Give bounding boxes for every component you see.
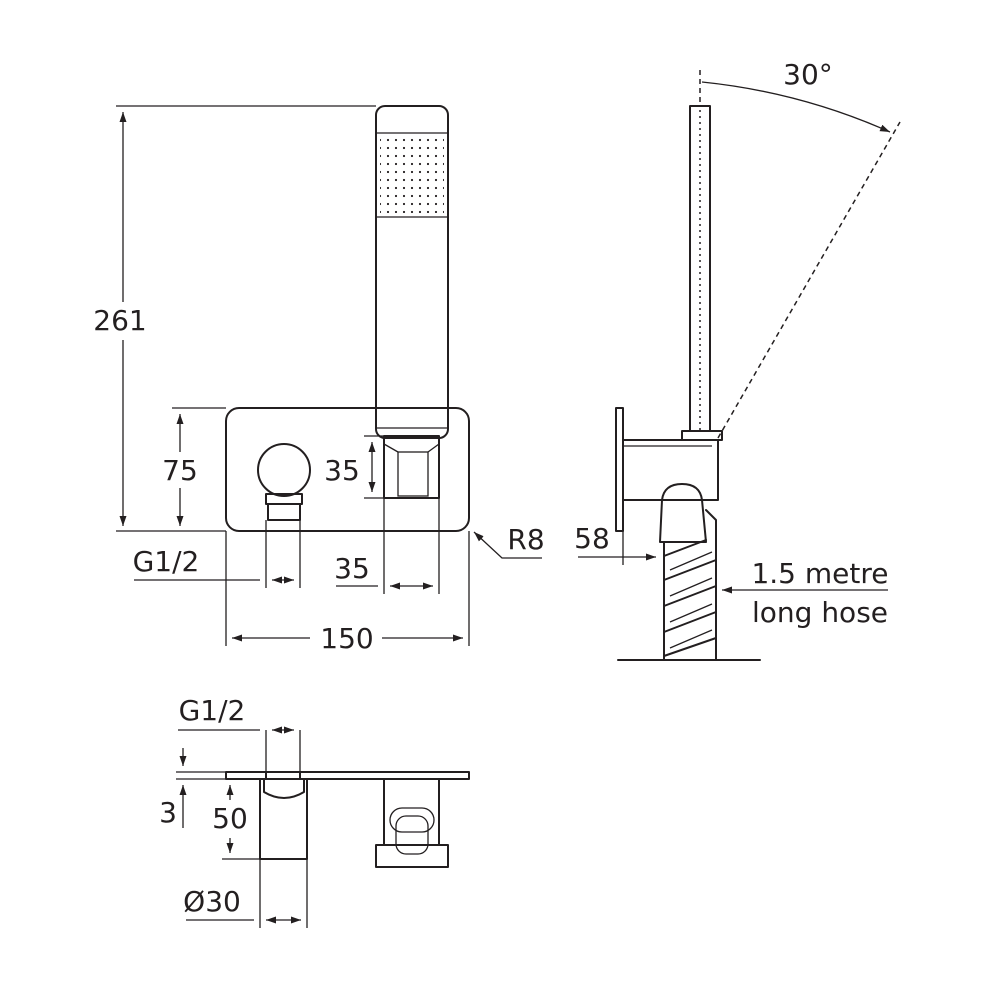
cradle-holder — [383, 435, 440, 499]
plan-view: G1/2 3 50 Ø30 — [159, 694, 470, 928]
side-view: 30° 58 1.5 metre long hose — [574, 58, 901, 661]
side-wall-plate — [615, 407, 624, 532]
dim-plate-thickness: 3 — [159, 796, 177, 829]
hose-length-line1: 1.5 metre — [751, 557, 888, 590]
hose-outlet — [257, 443, 311, 497]
dim-angle: 30° — [783, 58, 833, 91]
dim-thread-front: G1/2 — [133, 545, 200, 578]
dim-thread-plan: G1/2 — [179, 694, 246, 727]
dim-corner-radius: R8 — [507, 523, 544, 556]
plan-wall-plate — [225, 771, 470, 780]
spray-face — [380, 137, 444, 213]
wall-plate — [225, 407, 470, 532]
front-view: 261 75 35 35 G1/2 150 R8 — [93, 105, 545, 655]
dim-plate-width: 150 — [320, 622, 373, 655]
dim-overall-height: 261 — [93, 304, 146, 337]
dim-cradle-width: 35 — [334, 552, 370, 585]
dim-cradle-height: 35 — [324, 454, 360, 487]
plan-outlet — [259, 778, 308, 860]
dim-projection: 58 — [574, 522, 610, 555]
hand-shower-body — [375, 105, 449, 439]
side-hand-shower — [689, 105, 711, 432]
dim-plate-height: 75 — [162, 454, 198, 487]
hose-length-line2: long hose — [752, 596, 888, 629]
hose — [663, 509, 717, 661]
dim-outlet-depth: 50 — [212, 802, 248, 835]
dim-outlet-diameter: Ø30 — [183, 885, 241, 918]
hose-connector — [659, 483, 707, 543]
